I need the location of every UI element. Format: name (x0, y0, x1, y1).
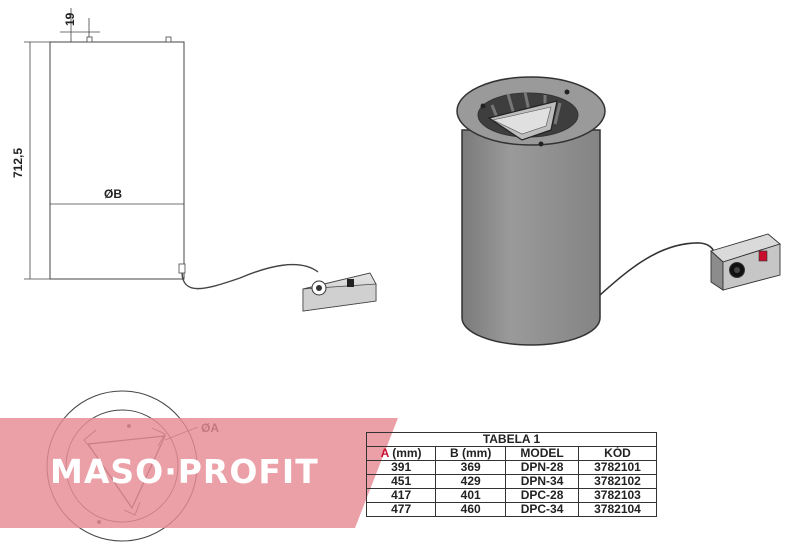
table-title: TABELA 1 (366, 432, 657, 447)
height-dimension-label: 712,5 (11, 148, 25, 178)
diameter-a-label: ØA (201, 421, 219, 435)
cell-b: 429 (435, 474, 507, 489)
cell-b: 369 (435, 460, 507, 475)
cell-kod: 3782103 (577, 488, 658, 503)
power-switch-icon (347, 279, 354, 287)
power-switch-3d-icon (758, 250, 768, 262)
cell-a: 417 (365, 488, 437, 503)
table-row: 417 401 DPC-28 3782103 (365, 488, 658, 503)
cell-model: DPN-28 (505, 460, 579, 475)
cell-model: DPC-34 (505, 502, 579, 517)
header-a-letter: A (380, 446, 389, 460)
header-b: B (mm) (435, 446, 507, 461)
table-header-row: A (mm) B (mm) MODEL KÓD (365, 446, 658, 461)
table-row: 391 369 DPN-28 3782101 (365, 460, 658, 475)
cell-kod: 3782104 (577, 502, 658, 517)
cell-model: DPN-34 (505, 474, 579, 489)
header-model: MODEL (505, 446, 579, 461)
cylinder-body (461, 129, 601, 346)
table-row: 451 429 DPN-34 3782102 (365, 474, 658, 489)
model-table: TABELA 1 A (mm) B (mm) MODEL KÓD 391 369… (365, 432, 658, 517)
cell-kod: 3782101 (577, 460, 658, 475)
watermark-brand-text: MASO·PROFIT (50, 452, 319, 491)
cell-b: 460 (435, 502, 507, 517)
cell-b: 401 (435, 488, 507, 503)
cell-a: 451 (365, 474, 437, 489)
header-kod: KÓD (577, 446, 658, 461)
cell-kod: 3782102 (577, 474, 658, 489)
control-box-3d (710, 233, 781, 291)
header-a: A (mm) (365, 446, 437, 461)
table-row: 477 460 DPC-34 3782104 (365, 502, 658, 517)
power-cable (181, 263, 319, 290)
top-dimension-label: 19 (63, 12, 77, 26)
isometric-view (456, 76, 781, 346)
cell-model: DPC-28 (505, 488, 579, 503)
diameter-b-label: ØB (104, 187, 122, 201)
side-view: 712,5 19 ØB (11, 8, 377, 312)
power-cable-3d (599, 242, 717, 296)
control-box (302, 272, 377, 312)
header-a-unit: (mm) (388, 446, 422, 460)
cell-a: 391 (365, 460, 437, 475)
cell-a: 477 (365, 502, 437, 517)
cylinder-side-outline (49, 41, 185, 280)
